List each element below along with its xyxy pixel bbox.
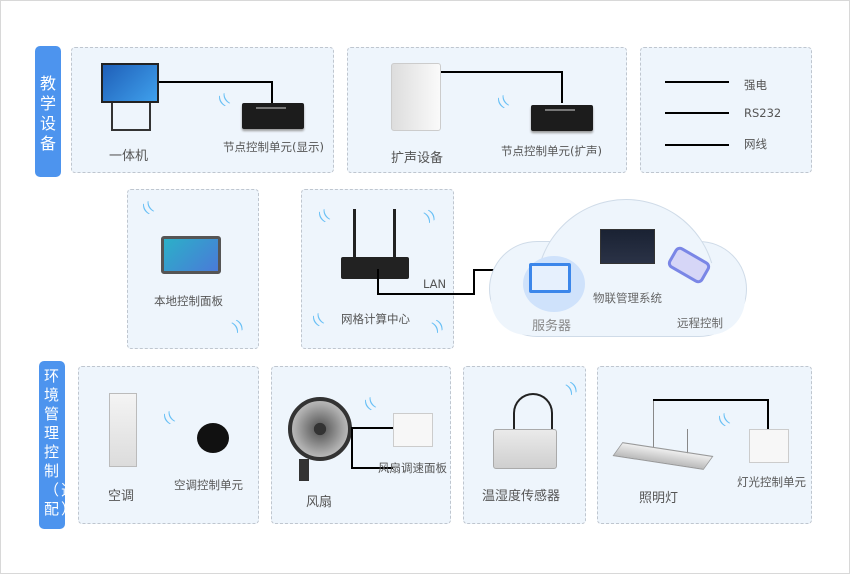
gateway-label: 网格计算中心	[341, 312, 410, 326]
server-label: 服务器	[532, 319, 572, 334]
fan-panel-label: 风扇调速面板	[378, 461, 447, 475]
light-control-unit-icon	[749, 429, 789, 463]
section-label-environment: 环境管理控制（选配）	[39, 361, 76, 529]
antenna-icon	[393, 209, 396, 261]
fan-pole-icon	[299, 459, 309, 481]
speaker-icon	[391, 63, 441, 131]
iot-dashboard-icon	[600, 229, 655, 264]
air-conditioner-icon	[109, 393, 137, 467]
rs232-wire	[159, 81, 273, 103]
node-control-unit-icon	[242, 103, 304, 129]
all-in-one-label: 一体机	[109, 149, 149, 164]
sensor-label: 温湿度传感器	[482, 489, 561, 504]
ac-control-unit-icon	[197, 423, 229, 453]
remote-control-label: 远程控制	[677, 316, 723, 330]
node-display-label: 节点控制单元(显示)	[223, 140, 324, 154]
antenna-icon	[353, 209, 356, 261]
ac-unit-label: 空调控制单元	[174, 478, 243, 492]
all-in-one-stand-icon	[111, 103, 151, 131]
rs232-wire	[441, 71, 563, 103]
lan-label: LAN	[423, 277, 447, 291]
router-icon	[341, 257, 409, 279]
node-control-unit-icon	[531, 105, 593, 131]
legend-label-rs232: RS232	[744, 106, 782, 120]
all-in-one-screen-icon	[101, 63, 159, 103]
light-wire-icon	[653, 399, 654, 447]
light-label: 照明灯	[639, 491, 679, 506]
light-wire-icon	[687, 429, 688, 455]
network-wire	[377, 269, 475, 295]
local-panel-icon	[161, 236, 221, 274]
fan-panel-icon	[393, 413, 433, 447]
fan-icon	[288, 397, 352, 461]
legend-line-network	[665, 144, 729, 146]
local-panel-label: 本地控制面板	[154, 294, 223, 308]
speaker-label: 扩声设备	[391, 151, 444, 166]
sensor-cable-icon	[513, 393, 553, 433]
panel-ac	[78, 366, 259, 524]
power-wire	[653, 399, 769, 429]
node-speaker-label: 节点控制单元(扩声)	[501, 144, 602, 158]
legend-panel	[640, 47, 812, 173]
section-label-teaching: 教学设备	[35, 46, 61, 177]
power-wire	[351, 427, 393, 469]
legend-label-power: 强电	[744, 78, 767, 92]
light-unit-label: 灯光控制单元	[737, 475, 806, 489]
legend-line-rs232	[665, 112, 729, 114]
legend-line-power	[665, 81, 729, 83]
sensor-icon	[493, 429, 557, 469]
iot-system-label: 物联管理系统	[593, 291, 662, 305]
server-monitor-icon	[529, 263, 571, 293]
fan-label: 风扇	[306, 495, 333, 510]
legend-label-network: 网线	[744, 137, 767, 151]
ac-label: 空调	[108, 489, 135, 504]
